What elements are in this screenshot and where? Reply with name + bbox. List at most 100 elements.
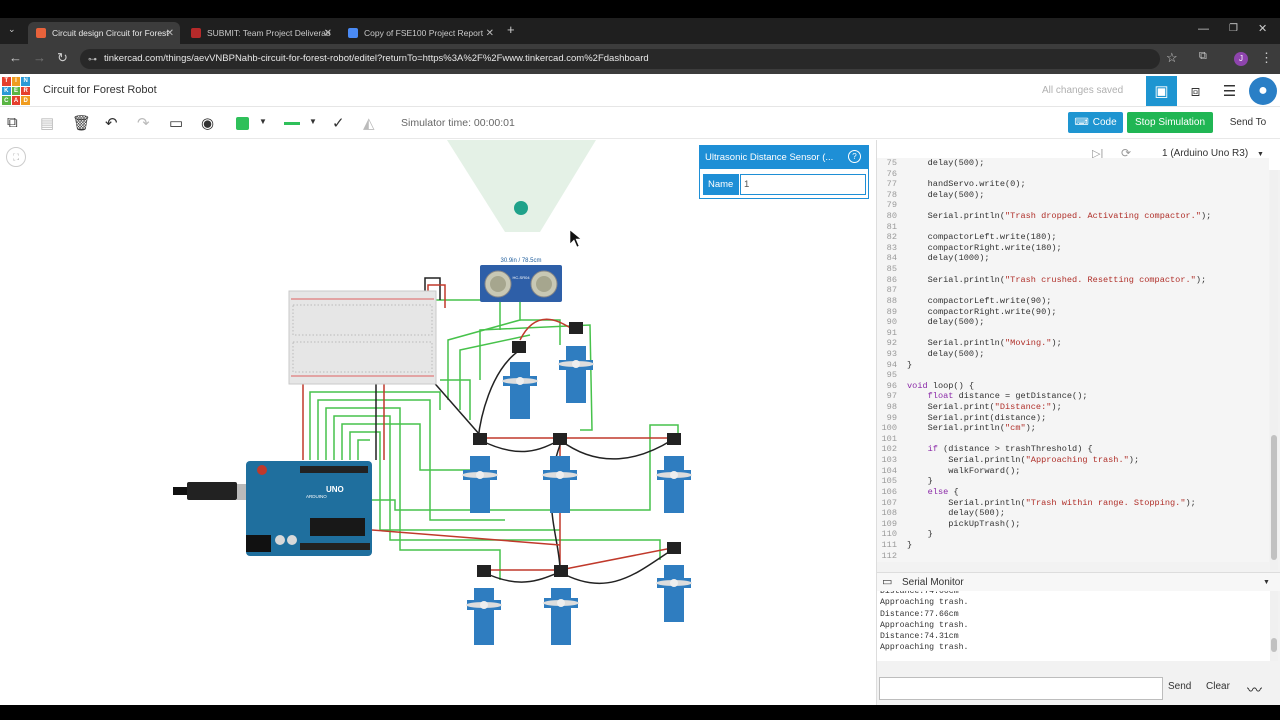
code-line[interactable]: 82 compactorLeft.write(180);: [877, 232, 1269, 243]
code-line[interactable]: 89 compactorRight.write(90);: [877, 307, 1269, 318]
profile-avatar[interactable]: J: [1234, 52, 1248, 66]
send-to-button[interactable]: Send To: [1229, 117, 1267, 128]
reload-icon[interactable]: ↻: [57, 50, 68, 65]
serial-input[interactable]: [879, 677, 1163, 700]
code-line[interactable]: 100 Serial.println("cm");: [877, 423, 1269, 434]
code-line[interactable]: 88 compactorLeft.write(90);: [877, 296, 1269, 307]
circuit-view-button[interactable]: ▣: [1146, 76, 1177, 106]
step-icon[interactable]: ▷|: [1092, 148, 1104, 160]
code-line[interactable]: 87: [877, 285, 1269, 296]
serial-clear-button[interactable]: Clear: [1206, 681, 1230, 692]
code-line[interactable]: 105 }: [877, 476, 1269, 487]
browser-tab[interactable]: Copy of FSE100 Project Report ✕: [340, 22, 500, 44]
new-tab-button[interactable]: +: [507, 22, 515, 37]
code-line[interactable]: 95: [877, 370, 1269, 381]
code-line[interactable]: 78 delay(500);: [877, 190, 1269, 201]
schematic-view-button[interactable]: ⧈: [1190, 82, 1201, 100]
code-line[interactable]: 91: [877, 328, 1269, 339]
rotate-icon[interactable]: ✓: [332, 115, 345, 132]
code-line[interactable]: 98 Serial.print("Distance:");: [877, 402, 1269, 413]
debugger-icon[interactable]: ⟳: [1121, 146, 1132, 160]
code-line[interactable]: 112: [877, 551, 1269, 562]
code-line[interactable]: 111}: [877, 540, 1269, 551]
undo-icon[interactable]: ↶: [105, 115, 118, 132]
device-select[interactable]: 1 (Arduino Uno R3) ▼: [1162, 148, 1264, 159]
code-scrollbar[interactable]: [1270, 170, 1278, 570]
code-line[interactable]: 103 Serial.println("Approaching trash.")…: [877, 455, 1269, 466]
code-line[interactable]: 99 Serial.print(distance);: [877, 413, 1269, 424]
code-line[interactable]: 104 walkForward();: [877, 466, 1269, 477]
serial-send-button[interactable]: Send: [1168, 681, 1192, 692]
minimize-icon[interactable]: —: [1198, 23, 1209, 35]
serial-scrollbar[interactable]: [1270, 591, 1278, 661]
code-button[interactable]: ⌨Code: [1068, 112, 1123, 133]
code-line[interactable]: 77 handServo.write(0);: [877, 179, 1269, 190]
code-line[interactable]: 90 delay(500);: [877, 317, 1269, 328]
code-scrollbar-thumb[interactable]: [1271, 435, 1277, 560]
close-window-icon[interactable]: ✕: [1258, 23, 1268, 35]
restore-icon[interactable]: ❐: [1229, 23, 1238, 34]
code-line[interactable]: 85: [877, 264, 1269, 275]
code-line[interactable]: 81: [877, 222, 1269, 233]
code-line[interactable]: 93 delay(500);: [877, 349, 1269, 360]
code-line[interactable]: 106 else {: [877, 487, 1269, 498]
code-line[interactable]: 84 delay(1000);: [877, 253, 1269, 264]
browser-menu-icon[interactable]: ⋮: [1260, 50, 1273, 65]
code-line[interactable]: 76: [877, 169, 1269, 180]
tab-list-icon[interactable]: ⌄: [8, 24, 16, 34]
browser-tab[interactable]: SUBMIT: Team Project Deliverab ✕: [183, 22, 338, 44]
project-title[interactable]: Circuit for Forest Robot: [43, 84, 157, 96]
code-line[interactable]: 97 float distance = getDistance();: [877, 391, 1269, 402]
delete-icon[interactable]: 🗑: [72, 115, 92, 132]
help-icon[interactable]: ?: [848, 150, 861, 163]
paste-icon[interactable]: ▤: [40, 115, 55, 132]
chevron-down-icon[interactable]: ▼: [1263, 579, 1270, 586]
serial-monitor-header[interactable]: ▭ Serial Monitor ▼: [877, 572, 1280, 591]
component-list-button[interactable]: ☰: [1222, 83, 1237, 100]
graph-icon[interactable]: 〰: [1247, 682, 1263, 699]
user-avatar[interactable]: ●: [1249, 77, 1277, 105]
address-bar[interactable]: ⊶ tinkercad.com/things/aevVNBPNahb-circu…: [80, 49, 1160, 69]
toggle-notes-icon[interactable]: ◉: [201, 115, 215, 132]
color-picker-icon[interactable]: [236, 117, 249, 130]
code-line[interactable]: 75 delay(500);: [877, 158, 1269, 169]
stop-simulation-button[interactable]: Stop Simulation: [1127, 112, 1213, 133]
code-line[interactable]: 109 pickUpTrash();: [877, 519, 1269, 530]
close-tab-icon[interactable]: ✕: [323, 27, 332, 39]
fit-view-icon[interactable]: ⛶: [6, 147, 26, 167]
bookmark-star-icon[interactable]: ☆: [1166, 50, 1178, 65]
code-line[interactable]: 110 }: [877, 529, 1269, 540]
code-line[interactable]: 79: [877, 200, 1269, 211]
wire-type-icon[interactable]: [284, 122, 300, 125]
code-line[interactable]: 102 if (distance > trashThreshold) {: [877, 444, 1269, 455]
forward-icon[interactable]: →: [33, 50, 46, 65]
code-line[interactable]: 108 delay(500);: [877, 508, 1269, 519]
logo-letter: R: [21, 86, 30, 96]
close-tab-icon[interactable]: ✕: [165, 27, 174, 39]
code-line[interactable]: 80 Serial.println("Trash dropped. Activa…: [877, 211, 1269, 222]
code-line[interactable]: 101: [877, 434, 1269, 445]
extensions-icon[interactable]: ⧉: [1199, 50, 1207, 62]
circuit-canvas[interactable]: ⛶: [0, 140, 876, 705]
browser-tab-active[interactable]: Circuit design Circuit for Forest ✕: [28, 22, 180, 44]
sensor-reading-label: 30.9in / 78.5cm: [500, 258, 541, 264]
tinkercad-logo[interactable]: T I N K E R C A D: [2, 77, 30, 105]
flip-icon[interactable]: ◭: [363, 115, 375, 132]
code-line[interactable]: 107 Serial.println("Trash within range. …: [877, 498, 1269, 509]
site-info-icon[interactable]: ⊶: [88, 54, 97, 64]
inspector-name-input[interactable]: 1: [740, 174, 866, 195]
color-dropdown-icon[interactable]: ▼: [259, 117, 267, 126]
back-icon[interactable]: ←: [9, 50, 22, 65]
code-line[interactable]: 83 compactorRight.write(180);: [877, 243, 1269, 254]
copy-icon[interactable]: ⧉: [7, 114, 18, 131]
code-line[interactable]: 94}: [877, 360, 1269, 371]
note-icon[interactable]: ▭: [169, 115, 184, 132]
code-line[interactable]: 92 Serial.println("Moving.");: [877, 338, 1269, 349]
code-line[interactable]: 86 Serial.println("Trash crushed. Resett…: [877, 275, 1269, 286]
redo-icon[interactable]: ↷: [137, 115, 150, 132]
serial-scrollbar-thumb[interactable]: [1271, 638, 1277, 652]
close-tab-icon[interactable]: ✕: [485, 27, 494, 39]
wire-dropdown-icon[interactable]: ▼: [309, 117, 317, 126]
